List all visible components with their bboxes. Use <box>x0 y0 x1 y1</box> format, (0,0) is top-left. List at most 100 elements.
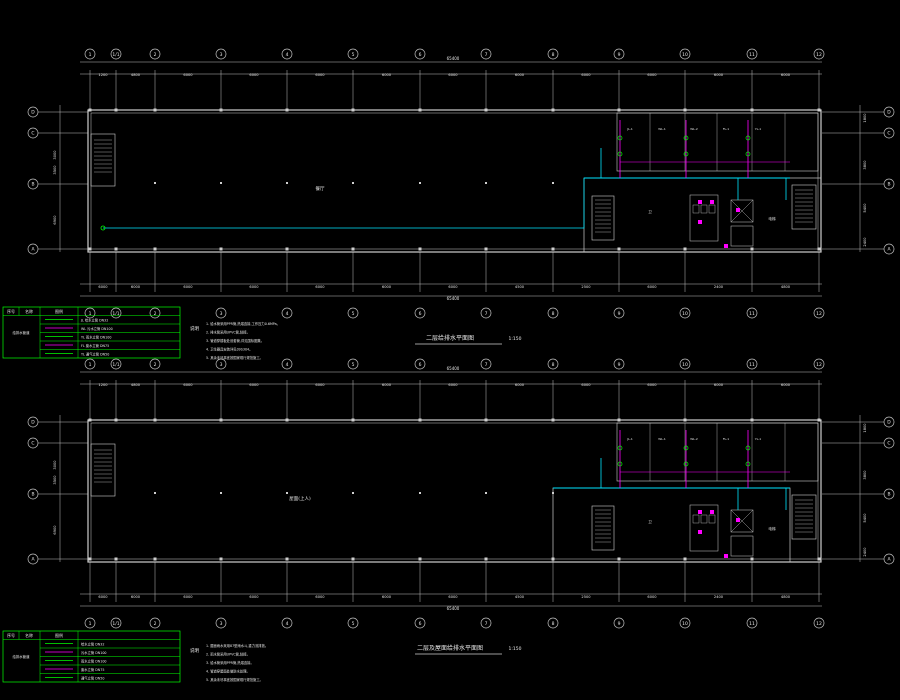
legend-table: 序号名称图例给排水管道JL 给水立管 DN32WL 污水立管 DN100YL 雨… <box>2 306 181 359</box>
top-dimension: 6000 <box>382 383 392 387</box>
overall-dimension-bottom: 65400 <box>447 296 460 301</box>
fixture-label: YL-1 <box>755 127 762 131</box>
grid-bubble-top <box>746 358 758 370</box>
grid-bubble-bottom <box>746 617 758 629</box>
grid-label-bottom: 6 <box>419 621 422 627</box>
grid-bubble-bottom <box>149 617 161 629</box>
grid-bubble-bottom <box>746 307 758 319</box>
grid-bubble-top <box>347 358 359 370</box>
riser-marker <box>617 461 623 467</box>
notes-line: 3. 管道穿楼板处设套管,详见国标图集。 <box>206 338 264 343</box>
grid-bubble-bottom <box>547 307 559 319</box>
drawing-title: 二层及屋面给排水平面图 <box>417 644 483 652</box>
grid-label-bottom: 1 <box>89 311 92 317</box>
grid-bubble-bottom <box>813 617 825 629</box>
bottom-dimension: 4500 <box>515 285 525 289</box>
grid-bubble-bottom <box>347 307 359 319</box>
riser-marker <box>617 151 623 157</box>
grid-label-top: 11 <box>749 52 755 58</box>
grid-label-bottom: 3 <box>220 621 223 627</box>
grid-bubble-bottom <box>480 617 492 629</box>
wc-fixture <box>700 204 708 214</box>
room-tag: 卫 <box>648 520 652 524</box>
fixture-label: WL-1 <box>658 437 666 441</box>
grid-label-bottom: 2 <box>154 621 157 627</box>
stair-far-east <box>791 494 817 540</box>
column <box>817 557 821 561</box>
top-dimension: 6000 <box>714 383 724 387</box>
notes-line: 4. 管道穿屋面处做防水处理。 <box>206 669 250 674</box>
room-label: 屋面(上人) <box>289 495 311 502</box>
row-label-right: D <box>887 110 891 116</box>
lift-shaft <box>730 199 754 223</box>
toilet-stalls <box>689 504 719 552</box>
grid-bubble-top <box>480 48 492 60</box>
stair-east <box>591 195 615 241</box>
bottom-dimension: 6000 <box>448 285 458 289</box>
fixture-symbol <box>710 200 714 204</box>
stair-far-east <box>791 184 817 230</box>
outer-wall <box>87 109 822 253</box>
wc-fixture <box>692 204 700 214</box>
column <box>88 557 92 561</box>
bottom-dimension: 6000 <box>183 285 193 289</box>
left-dimension: 3500 <box>53 165 57 175</box>
bottom-dimension: 6000 <box>315 285 325 289</box>
column <box>418 557 422 561</box>
grid-label-top: 5 <box>352 52 355 58</box>
column <box>617 557 621 561</box>
bottom-dimension: 2400 <box>714 285 724 289</box>
left-dimension: 6900 <box>53 525 57 535</box>
grid-bubble-bottom <box>813 307 825 319</box>
top-dimension: 6000 <box>183 73 193 77</box>
grid-label-bottom: 5 <box>352 311 355 317</box>
right-dimension: 5400 <box>863 513 867 523</box>
top-dimension: 1200 <box>98 383 108 387</box>
column <box>683 108 687 112</box>
drawing-title: 二层给排水平面图 <box>426 334 474 342</box>
bottom-dimension: 6000 <box>647 595 657 599</box>
bottom-dimension: 6000 <box>98 285 108 289</box>
top-dimension: 6000 <box>581 73 591 77</box>
grid-bubble-bottom <box>84 617 96 629</box>
right-dimension: 1800 <box>863 423 867 433</box>
grid-label-bottom: 1/1 <box>112 311 119 317</box>
column <box>817 418 821 422</box>
grid-label-bottom: 5 <box>352 621 355 627</box>
grid-label-top: 2 <box>154 52 157 58</box>
column <box>485 182 487 184</box>
supply-pipe <box>103 178 585 229</box>
column <box>419 182 421 184</box>
riser-marker <box>683 135 689 141</box>
toilet-stalls <box>689 194 719 242</box>
riser-marker <box>100 225 106 231</box>
row-label-right: C <box>887 131 890 137</box>
row-label-left: D <box>31 420 35 426</box>
bottom-dimension: 2500 <box>581 285 591 289</box>
lift-cross <box>730 199 754 223</box>
riser-marker <box>683 151 689 157</box>
fixture-label: JL-1 <box>626 437 633 441</box>
grid-label-top: 3 <box>220 52 223 58</box>
column <box>219 108 223 112</box>
grid-bubble-bottom <box>679 307 691 319</box>
bottom-dimension: 4500 <box>515 595 525 599</box>
column <box>114 418 118 422</box>
grid-label-top: 10 <box>682 362 688 368</box>
grid-bubble-top <box>84 358 96 370</box>
grid-bubble-top <box>480 358 492 370</box>
grid-bubble-top <box>813 358 825 370</box>
toilet-wing <box>616 422 819 482</box>
grid-bubble-bottom <box>149 307 161 319</box>
wc-fixture <box>708 204 716 214</box>
stair-east <box>591 505 615 551</box>
grid-label-bottom: 11 <box>749 621 755 627</box>
fixture-symbol <box>698 510 702 514</box>
grid-bubble-bottom <box>110 617 122 629</box>
notes-heading: 说明 <box>190 647 199 654</box>
grid-bubble-top <box>110 358 122 370</box>
grid-label-top: 3 <box>220 362 223 368</box>
grid-bubble-top <box>813 48 825 60</box>
grid-label-bottom: 9 <box>618 621 621 627</box>
column <box>418 418 422 422</box>
